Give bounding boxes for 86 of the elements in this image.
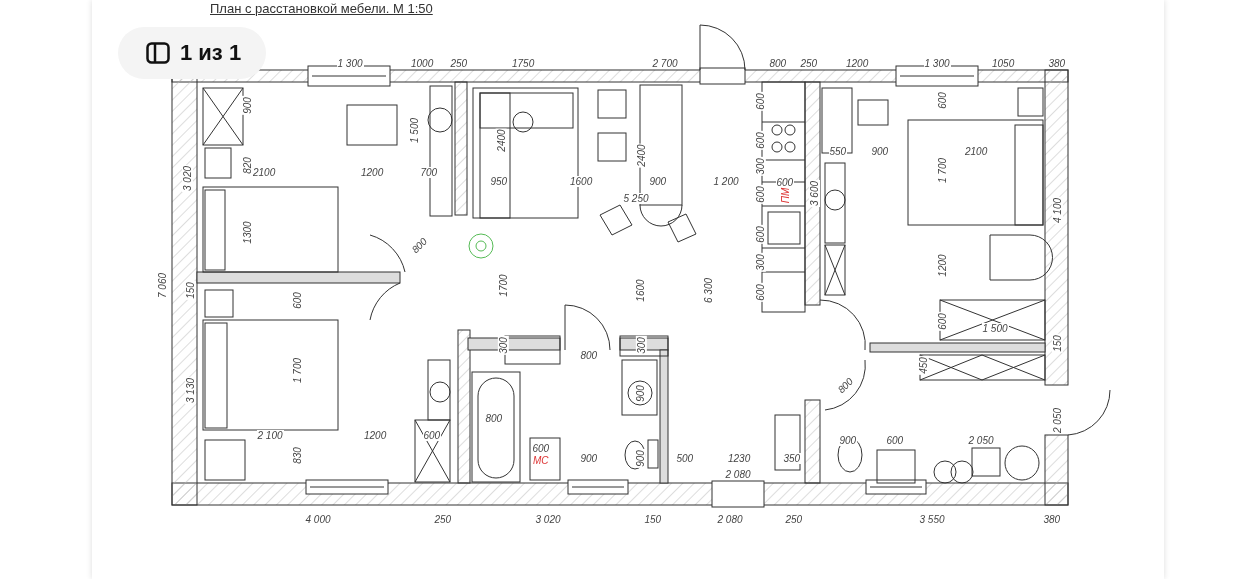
dimension-label: 550 (828, 145, 848, 157)
dimension-label: 300 (635, 335, 647, 355)
dimension-label: 600 (754, 282, 766, 302)
dimension-label: 3 550 (918, 513, 946, 525)
dimension-label: 2 080 (716, 513, 744, 525)
dimension-label: 1230 (727, 452, 752, 464)
dimension-label: 2 700 (651, 57, 679, 69)
dimension-label: 600 (531, 442, 551, 454)
dimension-label: 1200 (936, 252, 948, 278)
dimension-label: 1200 (363, 429, 388, 441)
dimension-label: 2400 (635, 142, 647, 168)
dimension-label: 3 020 (181, 164, 193, 192)
dimension-label: 1200 (845, 57, 870, 69)
dimension-label: 830 (291, 445, 303, 465)
dimension-label: 250 (449, 57, 469, 69)
dimension-label: 600 (754, 91, 766, 111)
dimension-label: 2 050 (967, 434, 995, 446)
appliance-label: МС (532, 454, 550, 466)
dimension-label: 1750 (511, 57, 536, 69)
dimension-label: 1200 (360, 166, 385, 178)
dimension-label: 150 (184, 280, 196, 300)
dimension-label: 600 (775, 176, 795, 188)
dimension-label: 150 (1051, 333, 1063, 353)
dimension-label: 1600 (634, 277, 646, 303)
dimension-label: 900 (241, 95, 253, 115)
dimension-label: 800 (484, 412, 504, 424)
dimension-label: 2 100 (256, 429, 284, 441)
dimension-label: 2100 (252, 166, 277, 178)
dimension-label: 3 020 (534, 513, 562, 525)
dimension-label: 2 050 (1051, 406, 1063, 434)
dimension-label: 7 060 (156, 271, 168, 299)
dimension-label: 900 (870, 145, 890, 157)
dimension-label: 1 500 (408, 116, 420, 144)
dimension-label: 380 (1047, 57, 1067, 69)
dimension-label: 600 (754, 130, 766, 150)
dimension-label: 1 700 (291, 356, 303, 384)
appliance-label: ПМ (780, 186, 792, 204)
dimension-label: 900 (648, 175, 668, 187)
dimension-label: 1000 (410, 57, 435, 69)
dimension-label: 300 (754, 156, 766, 176)
dimension-label: 900 (579, 452, 599, 464)
dimension-label: 150 (643, 513, 663, 525)
dimension-label: 250 (433, 513, 453, 525)
dimension-label: 500 (675, 452, 695, 464)
dimension-label: 1 200 (712, 175, 740, 187)
dimension-label: 5 250 (622, 192, 650, 204)
dimension-label: 600 (754, 224, 766, 244)
dimension-label: 600 (422, 429, 442, 441)
plan-title: План с расстановкой мебели. М 1:50 (210, 1, 433, 16)
dimension-label: 4 000 (304, 513, 332, 525)
dimension-label: 600 (885, 434, 905, 446)
dimension-label: 2400 (495, 127, 507, 153)
dimension-label: 1600 (569, 175, 594, 187)
dimension-label: 300 (497, 335, 509, 355)
dimension-label: 1 300 (336, 57, 364, 69)
dimension-label: 900 (634, 448, 646, 468)
dimension-label: 2100 (964, 145, 989, 157)
dimension-label: 1700 (497, 272, 509, 298)
dimension-label: 450 (917, 355, 929, 375)
dimension-label: 900 (634, 383, 646, 403)
dimension-label: 1050 (991, 57, 1016, 69)
page-counter-text: 1 из 1 (180, 40, 242, 66)
dimension-label: 1 300 (923, 57, 951, 69)
dimension-label: 600 (754, 184, 766, 204)
dimension-label: 950 (489, 175, 509, 187)
dimension-label: 2 080 (724, 468, 752, 480)
dimension-label: 900 (838, 434, 858, 446)
dimension-label: 4 100 (1051, 196, 1063, 224)
dimension-label: 600 (291, 290, 303, 310)
dimension-label: 600 (936, 311, 948, 331)
dimension-label: 1 500 (981, 322, 1009, 334)
dimension-label: 350 (782, 452, 802, 464)
dimension-label: 380 (1042, 513, 1062, 525)
dimension-label: 250 (799, 57, 819, 69)
dimension-label: 820 (241, 155, 253, 175)
dimension-label: 1300 (241, 219, 253, 245)
dimension-label: 800 (768, 57, 788, 69)
dimension-label: 800 (579, 349, 599, 361)
dimension-label: 300 (754, 252, 766, 272)
dimension-label: 3 130 (184, 376, 196, 404)
dimension-label: 3 600 (808, 179, 820, 207)
dimension-label: 6 300 (702, 276, 714, 304)
dimension-label: 1 700 (936, 156, 948, 184)
dimension-label: 700 (419, 166, 439, 178)
dimension-label: 600 (936, 90, 948, 110)
dimension-label: 250 (784, 513, 804, 525)
